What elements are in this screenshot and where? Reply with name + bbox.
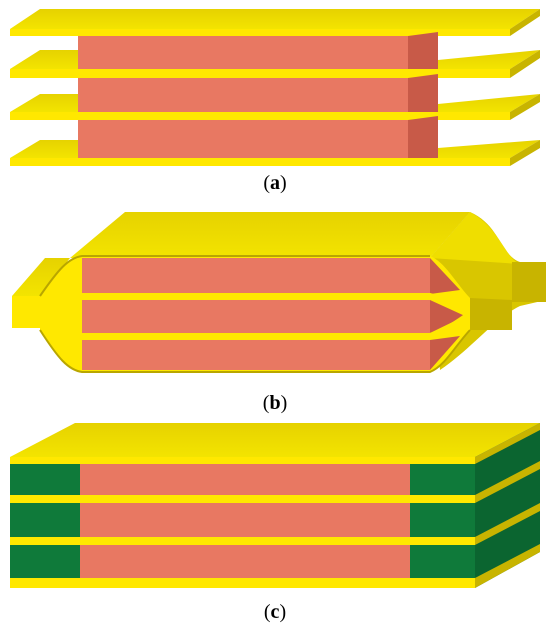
figure-a-plate-2 xyxy=(10,50,540,78)
figure-c-plate-4 xyxy=(10,578,475,588)
figure-a-plate-1 xyxy=(10,9,540,36)
figure-c-core xyxy=(10,464,475,578)
figure-c-plate-1 xyxy=(10,457,475,464)
figure-a-plate-4 xyxy=(10,140,540,166)
figure-c-diagram xyxy=(10,423,540,588)
figure-a-plate-3 xyxy=(10,94,540,120)
figure-c-caption: (c) xyxy=(263,601,287,623)
figure-b-caption: (b) xyxy=(262,392,288,414)
figure-c-plate-3 xyxy=(10,537,475,545)
figure-a-caption: (a) xyxy=(263,172,287,194)
figure-b-core xyxy=(82,258,465,370)
figure-c-plate-2 xyxy=(10,495,475,503)
figure-a-diagram xyxy=(10,9,540,166)
figure-b-diagram xyxy=(12,212,546,373)
